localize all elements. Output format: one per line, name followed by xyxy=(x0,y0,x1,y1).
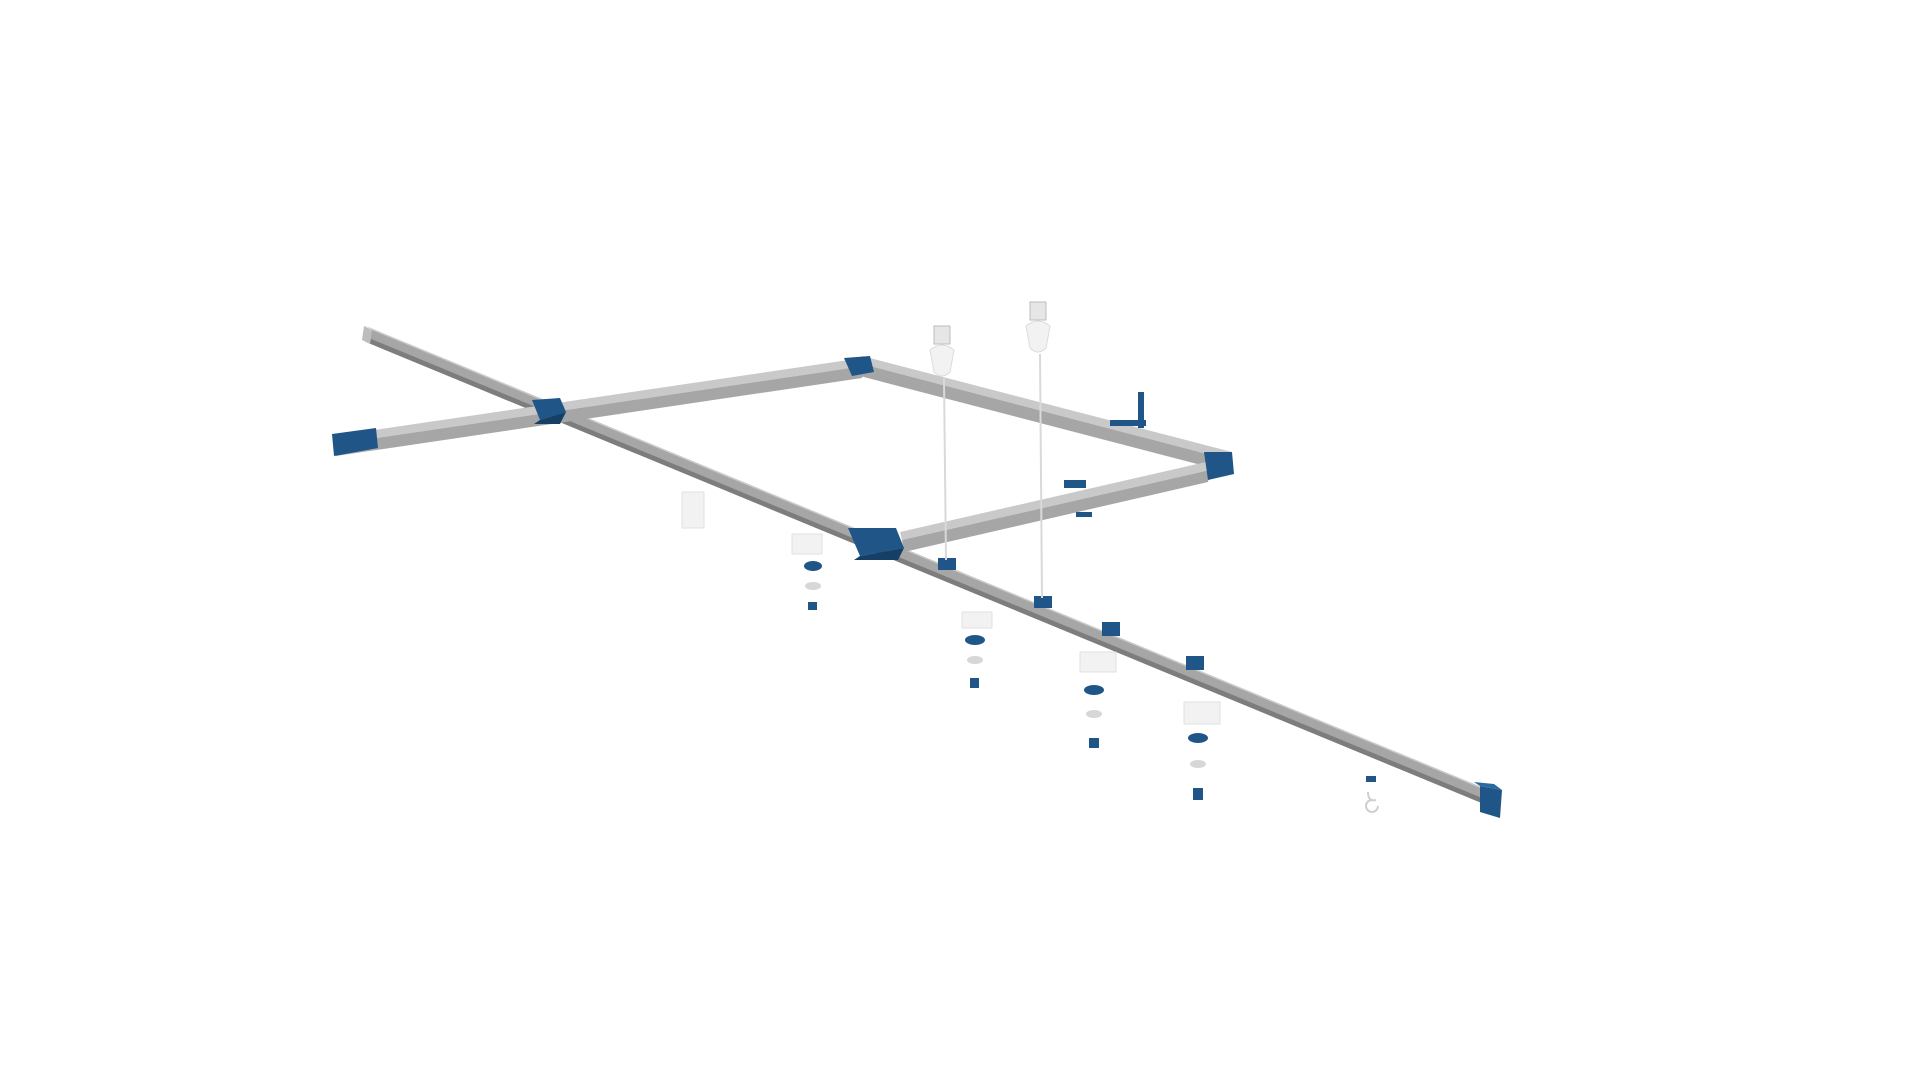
fastener-stack xyxy=(1079,651,1117,748)
ceiling-clamp-icon xyxy=(933,325,951,345)
connector-main-inner xyxy=(848,528,904,560)
rail-end-cap xyxy=(362,326,372,344)
connector-right-corner xyxy=(1204,452,1234,480)
inner-rail xyxy=(900,462,1210,552)
inner-bracket xyxy=(1064,480,1092,517)
wall-bracket xyxy=(1110,392,1146,428)
carrier-clip xyxy=(938,558,1204,670)
left-cross-rail xyxy=(332,358,864,456)
fastener-stack xyxy=(1183,701,1221,800)
connector-left-cross xyxy=(532,398,566,424)
ceiling-clamp-icon xyxy=(1029,301,1047,321)
top-rail xyxy=(860,356,1232,472)
fastener-stack xyxy=(804,561,822,610)
hook-icon xyxy=(1365,776,1379,813)
rail-end-cap-blue xyxy=(1480,786,1502,818)
mounting-block xyxy=(791,533,823,555)
ceiling-suspension-right xyxy=(1025,301,1051,599)
ceiling-suspension-left xyxy=(929,325,955,561)
fastener-stack xyxy=(961,611,993,688)
mounting-block xyxy=(681,491,705,529)
connector-top-corner xyxy=(844,356,874,376)
main-rail xyxy=(362,326,1502,818)
rail-end-cap-blue xyxy=(332,428,378,456)
